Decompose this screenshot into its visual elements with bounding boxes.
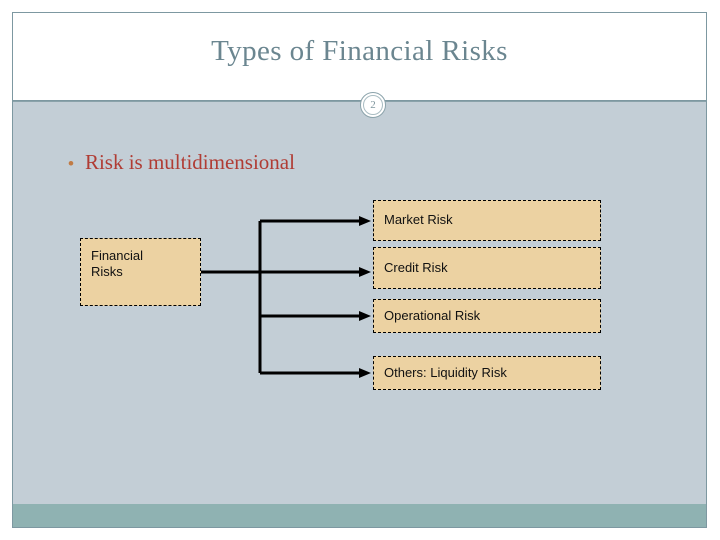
bullet-item-label: Risk is multidimensional bbox=[84, 150, 295, 174]
slide-body: • Risk is multidimensional bbox=[13, 102, 706, 527]
diagram-node-financial-risks[interactable]: Financial Risks bbox=[80, 238, 201, 306]
page-title: Types of Financial Risks bbox=[211, 35, 508, 67]
diagram-node-label: Credit Risk bbox=[384, 259, 448, 275]
diagram-node-label: Market Risk bbox=[384, 212, 453, 228]
diagram-node-others-liquidity-risk[interactable]: Others: Liquidity Risk bbox=[373, 356, 601, 390]
header-divider bbox=[13, 101, 706, 102]
bullet-point-icon: • bbox=[68, 154, 74, 173]
slide: Types of Financial Risks 2 • Risk is mul… bbox=[12, 12, 707, 528]
diagram-node-credit-risk[interactable]: Credit Risk bbox=[373, 247, 601, 289]
footer-accent-bar bbox=[13, 504, 706, 527]
financial-risks-diagram: Financial Risks Market Risk Credit Risk … bbox=[13, 102, 706, 527]
diagram-node-market-risk[interactable]: Market Risk bbox=[373, 200, 601, 241]
diagram-node-label: Operational Risk bbox=[384, 307, 481, 323]
connector-lines bbox=[201, 216, 371, 378]
slide-header: Types of Financial Risks bbox=[13, 13, 706, 101]
page-number-badge: 2 bbox=[360, 92, 386, 118]
diagram-node-label: Financial Risks bbox=[91, 248, 144, 280]
diagram-node-operational-risk[interactable]: Operational Risk bbox=[373, 299, 601, 333]
diagram-node-label: Others: Liquidity Risk bbox=[384, 364, 507, 380]
page-number-label: 2 bbox=[370, 99, 376, 111]
bullet-item: • Risk is multidimensional bbox=[68, 150, 295, 175]
